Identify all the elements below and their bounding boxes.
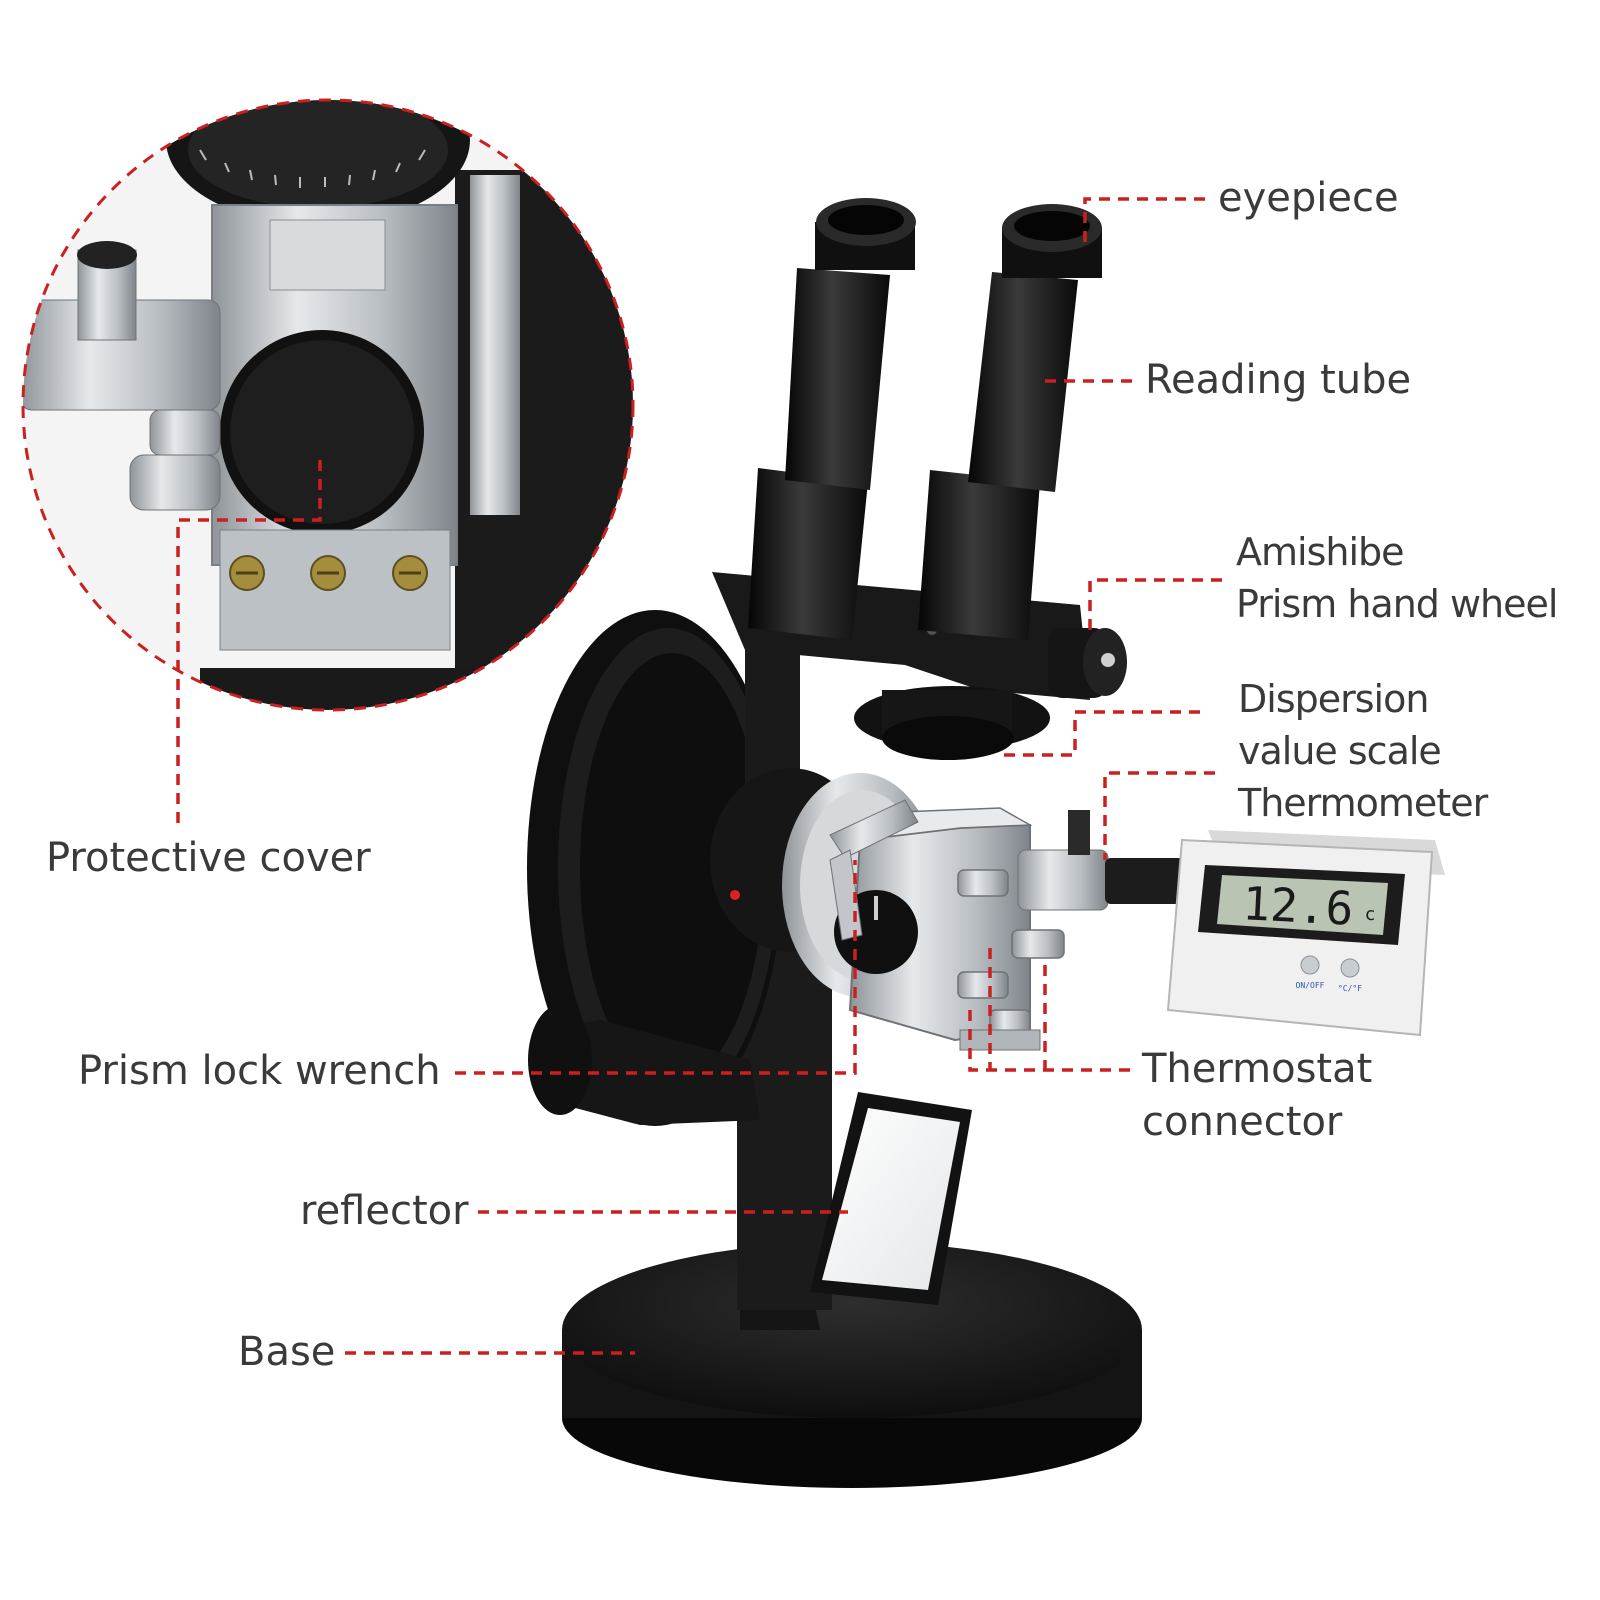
label-prism-hand-wheel: Prism hand wheel <box>1236 582 1558 626</box>
label-base: Base <box>238 1329 336 1375</box>
leader-eyepiece <box>1083 197 1205 242</box>
reading-tube <box>918 470 1040 640</box>
label-eyepiece: eyepiece <box>1218 175 1399 221</box>
label-connector: connector <box>1142 1099 1343 1145</box>
label-dispersion: Dispersion <box>1238 677 1429 721</box>
inset-circle-border <box>21 98 635 712</box>
label-thermostat: Thermostat <box>1142 1046 1373 1092</box>
onoff-button-label: ON/OFF <box>1296 981 1325 990</box>
inset-magnified-view <box>21 98 635 712</box>
thermometer-onoff-button[interactable] <box>1300 955 1320 975</box>
label-thermometer: Thermometer <box>1238 781 1488 825</box>
label-reflector: reflector <box>300 1188 469 1234</box>
leader-protective-cover <box>176 460 322 828</box>
leader-thermostat-a <box>968 1010 1130 1072</box>
leader-prism-lock-wrench <box>455 860 857 1075</box>
base-disc <box>562 1242 1142 1418</box>
label-protective-cover: Protective cover <box>46 835 371 881</box>
thermometer-unit: c <box>1365 904 1376 925</box>
thermometer: 12.6 c ON/OFF °C/°F <box>1166 830 1445 1037</box>
thermostat-connector <box>957 869 1065 1041</box>
leader-dispersion-scale <box>1000 710 1200 757</box>
label-reading-tube: Reading tube <box>1145 357 1412 403</box>
label-prism-lock-wrench: Prism lock wrench <box>78 1048 441 1094</box>
thermometer-unit-button[interactable] <box>1340 958 1360 978</box>
unit-button-label: °C/°F <box>1338 984 1362 993</box>
label-value-scale: value scale <box>1238 729 1442 773</box>
refractometer: 12.6 c ON/OFF °C/°F <box>527 198 1445 1488</box>
thermometer-lcd-screen <box>1217 875 1388 935</box>
leader-lines <box>176 197 1222 1355</box>
dispersion-value-scale <box>882 716 1014 760</box>
label-amishibe: Amishibe <box>1236 530 1405 574</box>
leader-hand-wheel <box>1088 578 1222 630</box>
thermometer-reading: 12.6 <box>1241 876 1354 936</box>
